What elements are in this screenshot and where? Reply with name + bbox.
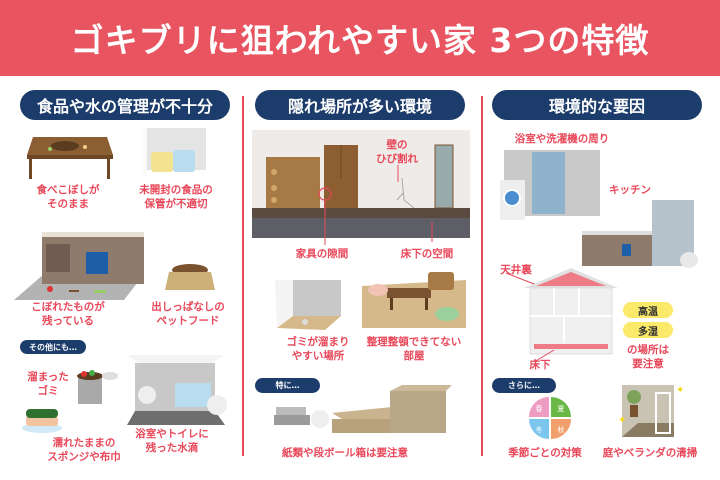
label-unsealed-food: 未開封の食品の保管が不適切 xyxy=(139,184,213,210)
label-paper-cardboard: 紙類や段ボール箱は要注意 xyxy=(282,447,408,459)
season-autumn: 秋 xyxy=(558,425,565,434)
extra-label-others: その他にも… xyxy=(20,340,86,354)
label-caution-note: の場所は要注意 xyxy=(627,344,669,370)
label-furniture-gap: 家具の隙間 xyxy=(295,248,349,260)
column-divider xyxy=(481,96,483,456)
wet-sponge-illustration xyxy=(22,409,62,433)
label-trash: 溜まったゴミ xyxy=(27,371,69,397)
label-underfloor: 床下 xyxy=(529,359,551,371)
cardboard-boxes-illustration xyxy=(274,385,452,433)
kitchen-fridge-illustration xyxy=(582,200,698,268)
room-cross-section-illustration xyxy=(252,130,470,245)
bath-washer-illustration xyxy=(500,150,600,220)
balcony-illustration: ✦✦ xyxy=(618,385,684,437)
label-underfloor-space: 床下の空間 xyxy=(400,248,454,260)
extra-label-furthermore: さらに… xyxy=(492,378,556,393)
section-heading-food-water: 食品や水の管理が不十分 xyxy=(20,90,230,120)
unsealed-food-illustration xyxy=(143,128,206,176)
dirty-table-illustration xyxy=(27,137,113,179)
label-attic: 天井裏 xyxy=(500,264,532,276)
extra-label-especially: 特に… xyxy=(255,378,320,393)
header-banner: ゴキブリに狙われやすい家 3つの特徴 xyxy=(0,0,720,76)
label-wall-crack: 壁のひび割れ xyxy=(376,139,418,165)
svg-text:✦: ✦ xyxy=(618,415,626,426)
column-divider xyxy=(242,96,244,456)
label-bathroom-water: 浴室やトイレに残った水滴 xyxy=(135,428,209,454)
season-winter: 冬 xyxy=(536,425,543,434)
page-title: ゴキブリに狙われやすい家 3つの特徴 xyxy=(70,21,650,60)
label-spilled-food: こぼれたものが残っている xyxy=(31,301,105,327)
badge-high-temperature: 高温 xyxy=(623,302,673,318)
section-heading-environment: 環境的な要因 xyxy=(492,90,702,120)
house-illustration xyxy=(505,268,618,363)
label-kitchen: キッチン xyxy=(609,184,651,196)
label-pet-food: 出しっぱなしのペットフード xyxy=(151,301,225,327)
trash-can-illustration xyxy=(77,370,118,404)
label-wet-sponge: 濡れたままのスポンジや布巾 xyxy=(47,437,121,463)
label-bath-washer: 浴室や洗濯機の周り xyxy=(514,133,610,145)
dusty-corner-illustration xyxy=(275,280,341,330)
pet-food-bowl-illustration xyxy=(165,264,215,290)
label-dust-spots: ゴミが溜まりやすい場所 xyxy=(286,336,350,362)
season-summer: 夏 xyxy=(558,405,565,413)
messy-room-illustration xyxy=(362,272,466,328)
section-heading-hiding-places: 隠れ場所が多い環境 xyxy=(255,90,465,120)
kitchen-spill-illustration xyxy=(14,232,144,300)
bathroom-illustration xyxy=(127,355,227,425)
season-spring: 春 xyxy=(536,404,543,413)
label-garden-cleaning: 庭やベランダの清掃 xyxy=(602,447,698,459)
label-messy-room: 整理整頓できてない部屋 xyxy=(366,336,462,362)
svg-text:✦: ✦ xyxy=(676,385,684,396)
seasons-pie-illustration: 春 夏 秋 冬 xyxy=(529,397,571,439)
badge-high-humidity: 多湿 xyxy=(623,322,673,338)
label-crumbs: 食べこぼしがそのまま xyxy=(36,184,100,210)
label-seasonal-measures: 季節ごとの対策 xyxy=(508,447,582,459)
